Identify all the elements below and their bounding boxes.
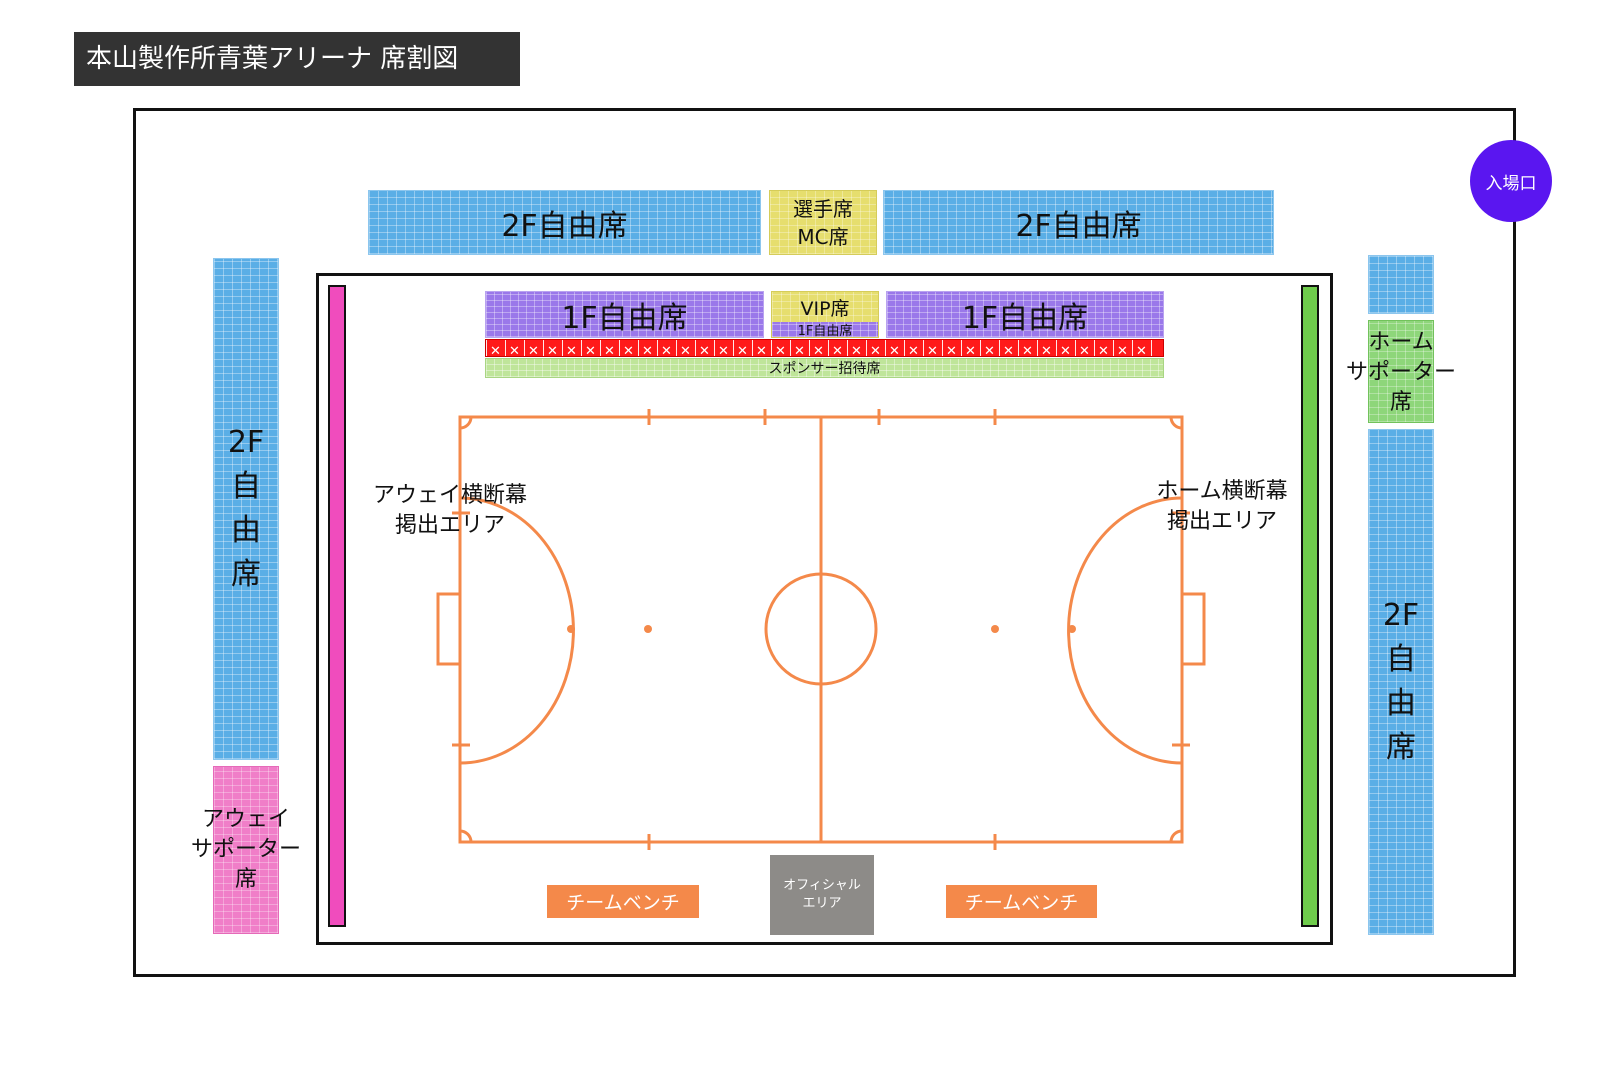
x-mark-icon: ✕ bbox=[756, 344, 767, 357]
center-circle bbox=[764, 572, 878, 686]
x-mark-icon: ✕ bbox=[528, 344, 539, 357]
penalty-mark bbox=[567, 625, 575, 633]
x-mark-icon: ✕ bbox=[775, 344, 786, 357]
x-mark-icon: ✕ bbox=[737, 344, 748, 357]
x-mark-icon: ✕ bbox=[870, 344, 881, 357]
seat-block-label: 1F自由席 bbox=[561, 300, 688, 336]
x-mark-icon: ✕ bbox=[1079, 344, 1090, 357]
home-banner-strip bbox=[1301, 285, 1319, 927]
x-mark-icon: ✕ bbox=[585, 344, 596, 357]
corner-arc bbox=[459, 829, 473, 843]
vip-sub-label: 1F自由席 bbox=[772, 322, 878, 339]
home-supporter-label: ホーム サポーター 席 bbox=[1345, 330, 1456, 415]
seat-block-vip[interactable]: VIP席 1F自由席 bbox=[771, 291, 879, 339]
official-area[interactable]: オフィシャル エリア bbox=[770, 855, 874, 935]
x-mark-icon: ✕ bbox=[984, 344, 995, 357]
seat-block-2f-right-side[interactable]: 2F 自 由 席 bbox=[1368, 429, 1434, 935]
vip-label: VIP席 bbox=[800, 297, 850, 320]
page-title: 本山製作所青葉アリーナ 席割図 bbox=[74, 32, 520, 86]
seat-block-label: スポンサー招待席 bbox=[768, 361, 881, 377]
seat-block-away-supporter[interactable] bbox=[213, 766, 279, 934]
corner-arc bbox=[459, 416, 473, 430]
x-mark-icon: ✕ bbox=[490, 344, 501, 357]
x-mark-icon: ✕ bbox=[946, 344, 957, 357]
arena-floor-frame bbox=[316, 273, 1333, 945]
arena-outer-frame bbox=[133, 108, 1516, 977]
x-mark-icon: ✕ bbox=[1060, 344, 1071, 357]
seat-block-sponsor[interactable]: スポンサー招待席 bbox=[485, 358, 1164, 378]
away-banner-strip bbox=[328, 285, 346, 927]
x-mark-icon: ✕ bbox=[623, 344, 634, 357]
penalty-mark bbox=[1068, 625, 1076, 633]
seat-block-label: 1F自由席 bbox=[961, 300, 1089, 336]
x-mark-icon: ✕ bbox=[699, 344, 710, 357]
seat-block-label: 2F自由席 bbox=[501, 208, 628, 244]
seat-block-home-supporter[interactable] bbox=[1368, 320, 1434, 423]
x-mark-icon: ✕ bbox=[889, 344, 900, 357]
x-mark-icon: ✕ bbox=[547, 344, 558, 357]
x-mark-icon: ✕ bbox=[1117, 344, 1128, 357]
x-mark-icon: ✕ bbox=[661, 344, 672, 357]
x-mark-icon: ✕ bbox=[851, 344, 862, 357]
team-bench-left[interactable]: チームベンチ bbox=[547, 885, 699, 918]
x-mark-icon: ✕ bbox=[1098, 344, 1109, 357]
unavailable-seat-row: ✕ ✕ ✕ ✕ ✕ ✕ ✕ ✕ ✕ ✕ ✕ ✕ ✕ ✕ ✕ ✕ ✕ ✕ ✕ ✕ ✕ ✕ ✕ ✕ ✕ ✕ ✕ ✕ ✕ ✕ ✕ ✕ ✕ ✕ ✕ bbox=[485, 339, 1164, 357]
seat-block-players-mc[interactable]: 選手席 MC席 bbox=[769, 190, 877, 255]
x-mark-icon: ✕ bbox=[642, 344, 653, 357]
x-mark-icon: ✕ bbox=[1003, 344, 1014, 357]
goal-right bbox=[1180, 592, 1206, 666]
seat-block-label: 選手席 MC席 bbox=[793, 196, 853, 249]
seat-block-label: 2F 自 由 席 bbox=[1382, 598, 1420, 765]
seat-block-2f-left-side[interactable]: 2F 自 由 席 bbox=[213, 258, 279, 760]
x-mark-icon: ✕ bbox=[908, 344, 919, 357]
second-penalty-mark bbox=[644, 625, 652, 633]
away-banner-label: アウェイ横断幕 掲出エリア bbox=[372, 483, 527, 538]
team-bench-right[interactable]: チームベンチ bbox=[946, 885, 1097, 918]
second-penalty-mark bbox=[991, 625, 999, 633]
seat-block-2f-right-top[interactable] bbox=[1368, 255, 1434, 314]
seat-block-1f-right[interactable]: 1F自由席 bbox=[886, 291, 1164, 338]
x-mark-icon: ✕ bbox=[813, 344, 824, 357]
entrance-marker[interactable]: 入場口 bbox=[1470, 140, 1552, 222]
x-mark-icon: ✕ bbox=[927, 344, 938, 357]
x-mark-icon: ✕ bbox=[680, 344, 691, 357]
x-mark-icon: ✕ bbox=[794, 344, 805, 357]
seat-block-label: 2F 自 由 席 bbox=[227, 425, 265, 592]
home-banner-label: ホーム横断幕 掲出エリア bbox=[1156, 479, 1288, 534]
x-mark-icon: ✕ bbox=[965, 344, 976, 357]
seat-block-2f-top-left[interactable]: 2F自由席 bbox=[368, 190, 761, 255]
corner-arc bbox=[1169, 829, 1183, 843]
seat-block-2f-top-right[interactable]: 2F自由席 bbox=[883, 190, 1274, 255]
away-supporter-label: アウェイ サポーター 席 bbox=[190, 807, 301, 892]
x-mark-icon: ✕ bbox=[566, 344, 577, 357]
x-mark-icon: ✕ bbox=[509, 344, 520, 357]
x-mark-icon: ✕ bbox=[832, 344, 843, 357]
x-mark-icon: ✕ bbox=[718, 344, 729, 357]
goal-left bbox=[436, 592, 462, 666]
corner-arc bbox=[1169, 416, 1183, 430]
x-mark-icon: ✕ bbox=[1041, 344, 1052, 357]
seat-block-1f-left[interactable]: 1F自由席 bbox=[485, 291, 764, 338]
seat-block-label: 2F自由席 bbox=[1015, 208, 1142, 244]
x-mark-icon: ✕ bbox=[1022, 344, 1033, 357]
x-mark-icon: ✕ bbox=[604, 344, 615, 357]
x-mark-icon: ✕ bbox=[1136, 344, 1147, 357]
